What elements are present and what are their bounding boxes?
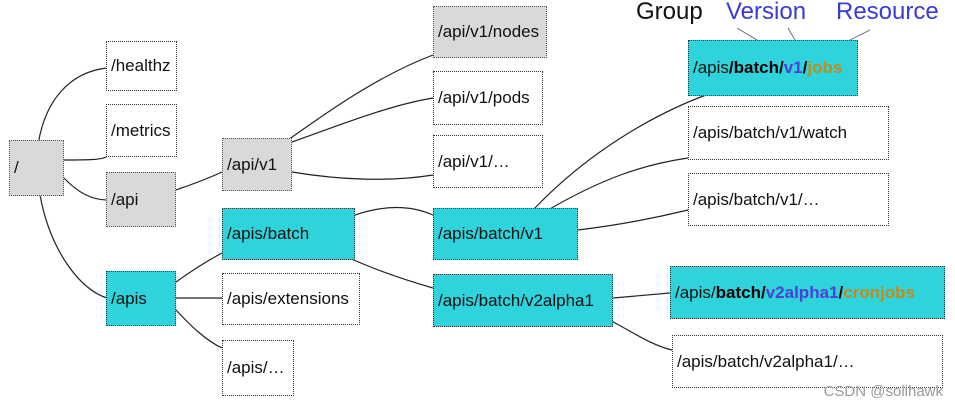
node-batch-v1-watch: /apis/batch/v1/watch [688, 106, 889, 160]
legend-group: Group [636, 0, 703, 25]
node-jobs-path: /apis/batch/v1/jobs [688, 40, 858, 96]
cronjobs-sep1: / [760, 282, 766, 302]
legend-version: Version [726, 0, 807, 25]
node-apis: /apis [106, 271, 176, 326]
node-apis-more: /apis/… [222, 340, 294, 396]
node-apis-extensions: /apis/extensions [222, 273, 360, 325]
cronjobs-sep2: / [838, 282, 844, 302]
node-apis-batch: /apis/batch [222, 208, 355, 260]
jobs-version: v1 [783, 58, 803, 77]
node-cronjobs-path: /apis/batch/v2alpha1/cronjobs [670, 266, 945, 319]
node-batch-v1-more: /apis/batch/v1/… [688, 173, 889, 226]
node-api-v1-more: /api/v1/… [433, 135, 543, 188]
cronjobs-group: batch [715, 282, 761, 302]
node-root: / [9, 140, 64, 196]
cronjobs-prefix: /apis/ [675, 282, 716, 302]
jobs-sep: / [802, 58, 808, 77]
cronjobs-resource: cronjobs [843, 282, 916, 302]
cronjobs-version: v2alpha1 [765, 282, 839, 302]
jobs-resource: jobs [807, 58, 843, 77]
node-api-v1-pods: /api/v1/pods [433, 71, 543, 125]
node-api-v1: /api/v1 [222, 138, 292, 191]
node-batch-v2alpha1-more: /apis/batch/v2alpha1/… [672, 335, 943, 388]
node-healthz: /healthz [106, 41, 177, 91]
legend-resource: Resource [836, 0, 939, 25]
node-metrics: /metrics [106, 104, 177, 157]
node-api: /api [106, 172, 176, 227]
jobs-prefix: /apis [693, 58, 729, 77]
node-api-v1-nodes: /api/v1/nodes [433, 6, 547, 58]
jobs-group: /batch/ [728, 58, 784, 77]
node-apis-batch-v2alpha1: /apis/batch/v2alpha1 [433, 274, 613, 327]
watermark: CSDN @solihawk [823, 383, 943, 400]
node-apis-batch-v1: /apis/batch/v1 [433, 208, 578, 260]
